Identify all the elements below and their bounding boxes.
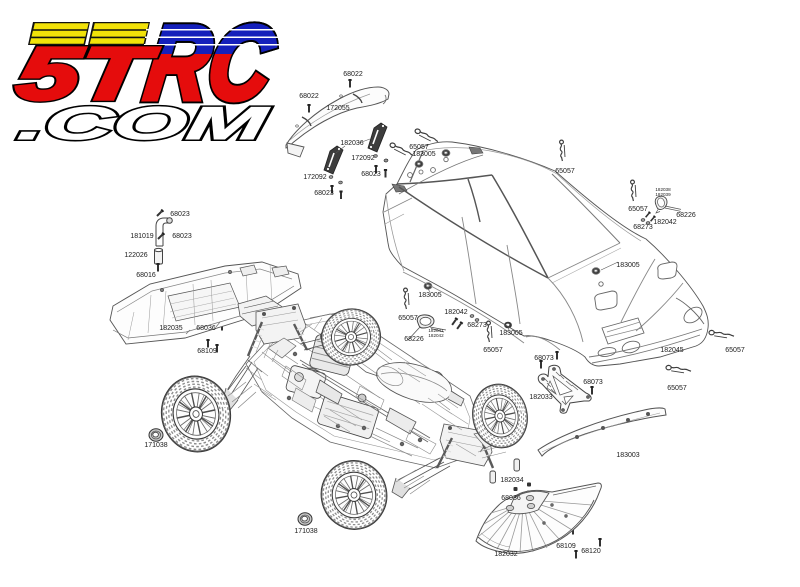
- svg-text:65057: 65057: [409, 144, 429, 151]
- svg-text:65057: 65057: [628, 206, 648, 213]
- svg-text:5T: 5T: [12, 33, 162, 116]
- svg-text:171038: 171038: [144, 442, 167, 449]
- svg-text:68023: 68023: [170, 211, 190, 218]
- svg-text:65057: 65057: [725, 347, 745, 354]
- svg-text:182045: 182045: [660, 347, 683, 354]
- svg-text:182033: 182033: [529, 394, 552, 401]
- svg-text:65057: 65057: [667, 385, 687, 392]
- svg-text:183005: 183005: [616, 262, 639, 269]
- svg-text:65057: 65057: [555, 168, 575, 175]
- svg-text:122026: 122026: [124, 252, 147, 259]
- svg-text:68073: 68073: [583, 379, 603, 386]
- svg-text:183003: 183003: [616, 452, 639, 459]
- svg-text:65057: 65057: [398, 315, 418, 322]
- svg-text:182034: 182034: [500, 477, 523, 484]
- svg-text:68120: 68120: [581, 548, 601, 555]
- svg-text:68016: 68016: [136, 272, 156, 279]
- svg-text:68023: 68023: [314, 190, 334, 197]
- svg-text:68226: 68226: [676, 212, 696, 219]
- svg-text:181019: 181019: [130, 233, 153, 240]
- svg-text:182032: 182032: [494, 551, 517, 558]
- svg-text:182039: 182039: [655, 192, 671, 197]
- svg-text:172055: 172055: [326, 105, 349, 112]
- svg-text:68022: 68022: [299, 93, 319, 100]
- svg-text:172092: 172092: [351, 155, 374, 162]
- svg-text:68273: 68273: [633, 224, 653, 231]
- svg-text:182036: 182036: [340, 140, 363, 147]
- svg-text:68036: 68036: [501, 495, 521, 502]
- svg-text:182042: 182042: [444, 309, 467, 316]
- svg-text:68036: 68036: [196, 325, 216, 332]
- svg-text:68023: 68023: [172, 233, 192, 240]
- svg-text:182038: 182038: [655, 187, 671, 192]
- svg-text:182041: 182041: [428, 328, 444, 333]
- svg-text:68073: 68073: [534, 355, 554, 362]
- svg-text:65057: 65057: [483, 347, 503, 354]
- svg-text:182042: 182042: [653, 219, 676, 226]
- svg-text:68273: 68273: [467, 322, 487, 329]
- svg-text:182042: 182042: [428, 333, 444, 338]
- svg-text:68226: 68226: [404, 336, 424, 343]
- svg-text:171038: 171038: [294, 528, 317, 535]
- svg-text:182035: 182035: [159, 325, 182, 332]
- svg-text:172092: 172092: [303, 174, 326, 181]
- svg-text:68022: 68022: [343, 71, 363, 78]
- svg-text:183005: 183005: [418, 292, 441, 299]
- svg-text:68109: 68109: [556, 543, 576, 550]
- svg-text:5T: 5T: [12, 33, 162, 116]
- svg-text:68023: 68023: [361, 171, 381, 178]
- svg-text:183005: 183005: [412, 151, 435, 158]
- svg-text:RC: RC: [139, 6, 281, 122]
- svg-text:.COM: .COM: [15, 97, 272, 149]
- svg-text:183005: 183005: [499, 330, 522, 337]
- svg-text:68109: 68109: [197, 348, 217, 355]
- svg-text:RC: RC: [139, 6, 281, 122]
- svg-text:.COM: .COM: [15, 97, 272, 149]
